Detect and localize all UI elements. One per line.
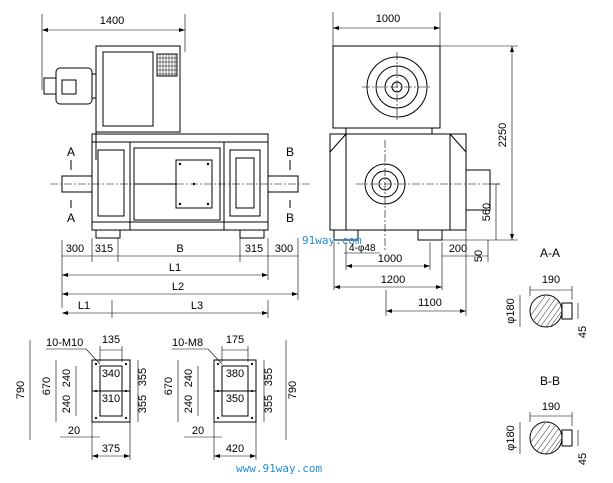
flange-left-left-upper: 240 (61, 369, 73, 387)
dim-50: 50 (473, 250, 485, 262)
flange-left-inner-lower: 310 (102, 393, 120, 405)
watermark-top: 91way.com (302, 234, 362, 247)
dim-2250: 2250 (497, 123, 509, 147)
section-bb-title: B-B (540, 374, 560, 388)
flange-left-outer: 790 (15, 381, 27, 399)
section-aa-key: 45 (577, 326, 589, 338)
bolt-callout: 4-φ48 (349, 243, 376, 254)
fan-grille (156, 53, 178, 77)
flange-right-outer-inner: 670 (163, 377, 175, 395)
flange-left-outer-inner: 670 (41, 377, 53, 395)
dim-560: 560 (481, 203, 493, 221)
flange-right-right-lower: 355 (263, 395, 275, 413)
flange-right-inner-upper: 380 (226, 368, 244, 380)
dim-1000-base: 1000 (378, 253, 402, 265)
section-mark-b-top: B (286, 145, 294, 159)
section-bb: B-B 190 φ180 45 (505, 374, 589, 465)
flange-left-bolts: 10-M10 (46, 337, 83, 349)
dim-l2: L2 (172, 281, 184, 293)
flange-left-right-lower: 355 (137, 395, 149, 413)
dim-200: 200 (449, 243, 467, 255)
section-mark-b-bottom: B (286, 211, 294, 225)
dim-l3: L3 (191, 300, 203, 312)
flange-right-right-upper: 355 (263, 368, 275, 386)
flange-right-offset: 20 (192, 425, 204, 437)
dim-1400: 1400 (100, 15, 124, 27)
dim-1200: 1200 (381, 274, 405, 286)
dim-1000-top: 1000 (376, 13, 400, 25)
section-mark-a-top: A (67, 145, 75, 159)
section-aa-title: A-A (540, 246, 560, 260)
flange-right: 10-M8 175 380 350 355 355 790 670 240 24… (163, 334, 299, 460)
flange-left-right-upper: 355 (137, 368, 149, 386)
front-view: 1400 (41, 14, 310, 318)
section-bb-key: 45 (577, 453, 589, 465)
dim-315-right: 315 (245, 243, 263, 255)
watermark-bottom: www.91way.com (236, 462, 322, 475)
dim-300-left: 300 (66, 243, 84, 255)
dim-300-right: 300 (275, 243, 293, 255)
section-mark-a-bottom: A (67, 211, 75, 225)
flange-left-top: 135 (102, 334, 120, 346)
flange-right-left-lower: 240 (183, 395, 195, 413)
section-aa: A-A 190 φ180 45 (505, 246, 589, 338)
section-bb-diameter: φ180 (505, 425, 517, 451)
dim-b: B (176, 243, 183, 255)
flange-left-offset: 20 (68, 425, 80, 437)
flange-right-bottom: 420 (226, 443, 244, 455)
section-bb-hatch (530, 422, 563, 455)
flange-right-left-upper: 240 (183, 369, 195, 387)
section-bb-width: 190 (542, 401, 560, 413)
flange-left-bottom: 375 (102, 443, 120, 455)
flange-left-left-lower: 240 (61, 395, 73, 413)
flange-right-top: 175 (226, 334, 244, 346)
side-view: 1000 2250 560 (329, 12, 518, 316)
flange-left: 10-M10 135 340 310 355 355 790 670 240 2… (15, 334, 149, 460)
dim-315-left: 315 (95, 243, 113, 255)
dim-1100: 1100 (418, 297, 442, 309)
flange-right-bolts: 10-M8 (172, 337, 203, 349)
section-aa-width: 190 (542, 274, 560, 286)
flange-left-inner-upper: 340 (102, 368, 120, 380)
flange-right-outer: 790 (287, 381, 299, 399)
section-aa-hatch (530, 295, 563, 328)
flange-right-inner-lower: 350 (226, 393, 244, 405)
section-aa-diameter: φ180 (505, 298, 517, 324)
dim-l1: L1 (169, 262, 181, 274)
dim-l1-bottom: L1 (78, 300, 90, 312)
